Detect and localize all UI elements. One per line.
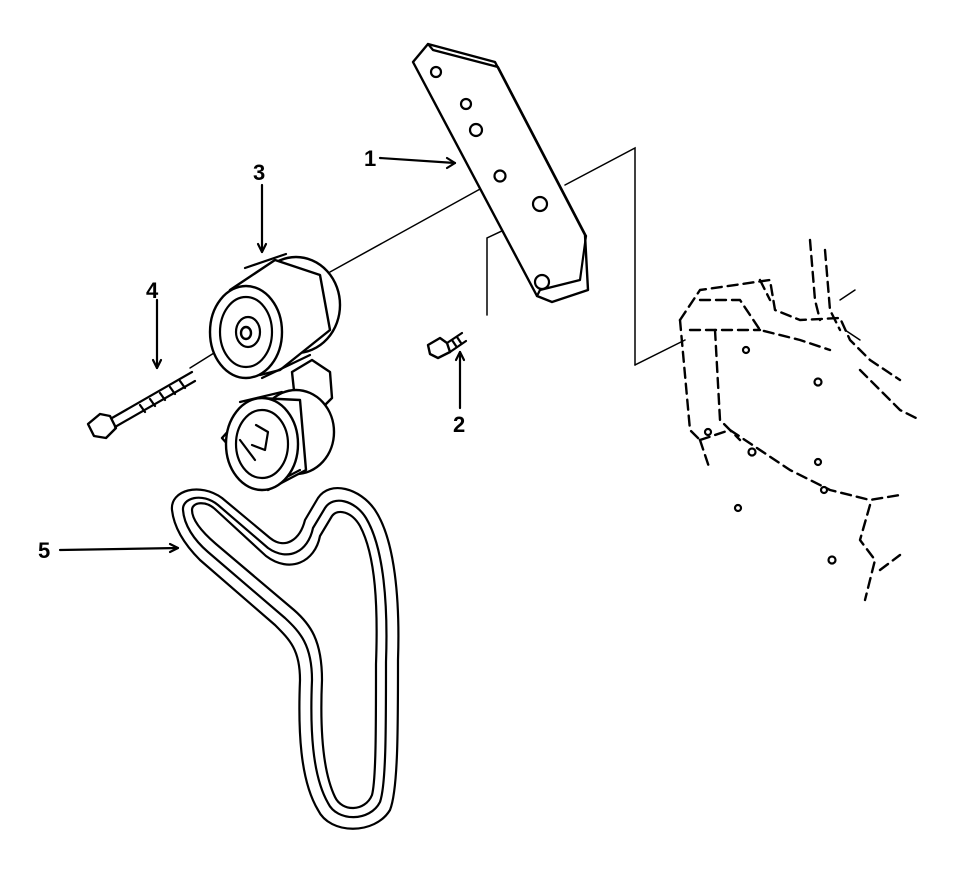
callout-leaders [58, 156, 466, 554]
tensioner-pulley-icon [220, 358, 336, 492]
callout-5: 5 [38, 538, 50, 563]
callout-4: 4 [146, 278, 159, 303]
callout-3: 3 [253, 160, 265, 185]
drive-belt-icon [170, 487, 400, 830]
bracket-icon [411, 42, 590, 304]
callout-2: 2 [453, 412, 465, 437]
idler-pulley-icon [208, 252, 342, 380]
short-bolt-icon [426, 331, 468, 360]
engine-block-dashed [678, 238, 922, 602]
long-bolt-icon [86, 370, 197, 440]
callout-1: 1 [364, 146, 376, 171]
